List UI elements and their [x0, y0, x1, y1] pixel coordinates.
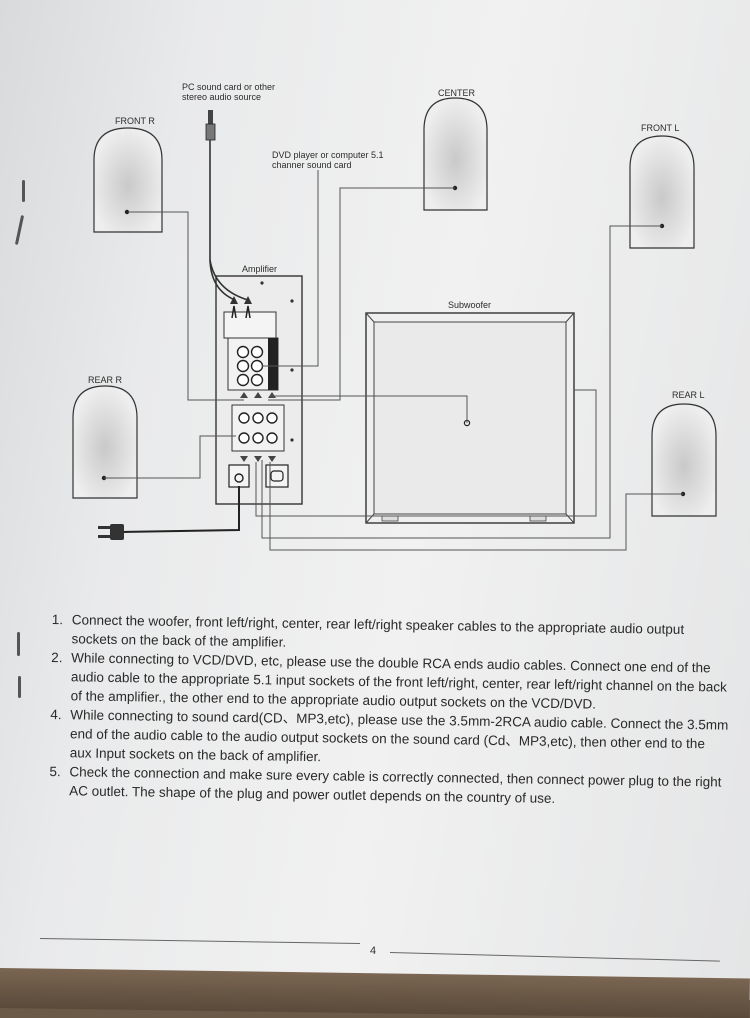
footer-rule-left [39, 938, 360, 945]
amplifier-label: Amplifier [242, 264, 278, 274]
instruction-step: 2. While connecting to VCD/DVD, etc, ple… [51, 649, 727, 712]
rear-l-label: REAR L [672, 390, 705, 400]
dvd-source-label: DVD player or computer 5.1 channer sound… [272, 150, 384, 170]
center-speaker [423, 97, 488, 211]
front-l-label: FRONT L [641, 123, 680, 133]
amplifier-panel [215, 275, 303, 505]
front-r-label: FRONT R [115, 116, 155, 126]
rear-l-speaker [651, 403, 717, 517]
front-r-speaker [93, 127, 163, 233]
page-number: 4 [370, 945, 377, 957]
rear-r-label: REAR R [88, 375, 123, 385]
rear-r-speaker [72, 385, 138, 499]
subwoofer-label: Subwoofer [448, 300, 492, 310]
subwoofer-box [365, 312, 575, 524]
instruction-step: 4. While connecting to sound card(CD、MP3… [50, 706, 729, 765]
binding-hole-mark [17, 632, 20, 656]
center-label: CENTER [438, 88, 476, 98]
footer-rule-right [389, 952, 720, 962]
pc-source-label: PC sound card or other stereo audio sour… [182, 82, 276, 102]
connection-diagram [72, 97, 717, 551]
power-plug-icon [98, 524, 124, 540]
instruction-list: 1. Connect the woofer, front left/right,… [49, 610, 732, 811]
binding-hole-mark [22, 180, 25, 202]
binding-hole-mark [18, 676, 21, 698]
front-l-speaker [629, 135, 695, 249]
